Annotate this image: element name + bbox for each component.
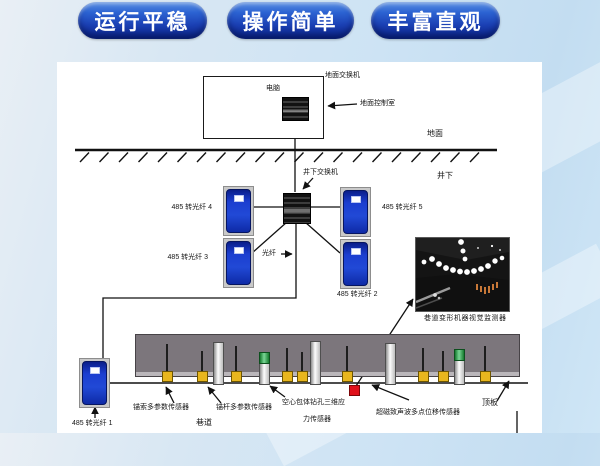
computer-label: 电脑 [266,85,280,92]
fiber-label: 光纤 [262,250,276,257]
fiber-converter-2 [340,239,371,289]
sensor-base [342,371,353,382]
sensor-rod [286,348,288,372]
sensor-base [297,371,308,382]
converter-display [350,196,361,203]
converter-display [89,367,100,374]
sensor-base [418,371,429,382]
converter-body [343,242,368,286]
underground-switch-icon [283,193,311,224]
sensor-base [231,371,242,382]
badge-label: 运行平稳 [94,10,191,34]
page: { "badges": [ {"label": "运行平稳"}, {"label… [0,0,600,433]
sensor-rod [301,352,303,372]
badge-rich-intuitive: 丰富直观 [371,2,500,39]
badge-label: 丰富直观 [387,10,484,34]
converter-5-label: 485 转光纤 5 [382,204,423,211]
stress-sensor-label-line1: 空心包体钻孔三维应 [282,399,345,406]
tunnel-photo-art [416,238,509,311]
sensor-base [480,371,491,382]
tunnel-photo [415,237,510,312]
control-room-label: 地面控制室 [360,100,395,107]
sensor-rod [484,346,486,372]
sensor-base [438,371,449,382]
sensor-cap [454,349,465,361]
vision-monitor-label: 巷道变形机器视觉监测器 [424,315,507,322]
sensor-base [282,371,293,382]
underground-label: 井下 [437,171,453,180]
converter-display [233,247,244,254]
displacement-sensor-label: 超磁致声波多点位移传感器 [376,409,460,416]
ground-label: 地面 [427,129,443,138]
converter-2-label: 485 转光纤 2 [337,291,378,298]
stress-sensor-label-line2: 力传感器 [303,416,331,423]
fiber-converter-1 [79,358,110,408]
sensor-rod [422,348,424,372]
sensor-rod [166,344,168,372]
underground-switch-label: 井下交换机 [303,169,338,176]
fiber-converter-3 [223,238,254,288]
converter-body [82,361,107,405]
badge-stable-operation: 运行平稳 [78,2,207,39]
sensor-cyl [213,342,224,385]
badge-simple-operation: 操作简单 [227,2,354,39]
sensor-rod [442,351,444,372]
surface-switch-icon [282,97,309,121]
converter-display [233,195,244,202]
converter-body [226,241,251,285]
fiber-converter-5 [340,187,371,237]
anchor-cable-sensor-label: 锚索多参数传感器 [133,404,189,411]
sensor-cyl [310,341,321,385]
converter-display [350,248,361,255]
sensor-rod [201,351,203,372]
tunnel-label: 巷道 [196,418,212,427]
anchor-bolt-sensor-label: 锚杆多参数传感器 [216,404,272,411]
surface-switch-label: 地面交换机 [325,72,360,79]
sensor-rod [346,346,348,372]
sensor-base [162,371,173,382]
converter-4-label: 485 转光纤 4 [171,204,212,211]
sensor-cyl [385,343,396,385]
converter-body [226,189,251,233]
badge-label: 操作简单 [242,10,339,34]
converter-3-label: 485 转光纤 3 [167,254,208,261]
converter-body [343,190,368,234]
sensor-rod [235,346,237,372]
sensor-base [197,371,208,382]
converter-1-label: 485 转光纤 1 [72,420,113,427]
red-sensor-marker [349,385,360,396]
sensor-cap [259,352,270,364]
roof-label: 顶板 [482,398,498,407]
fiber-converter-4 [223,186,254,236]
